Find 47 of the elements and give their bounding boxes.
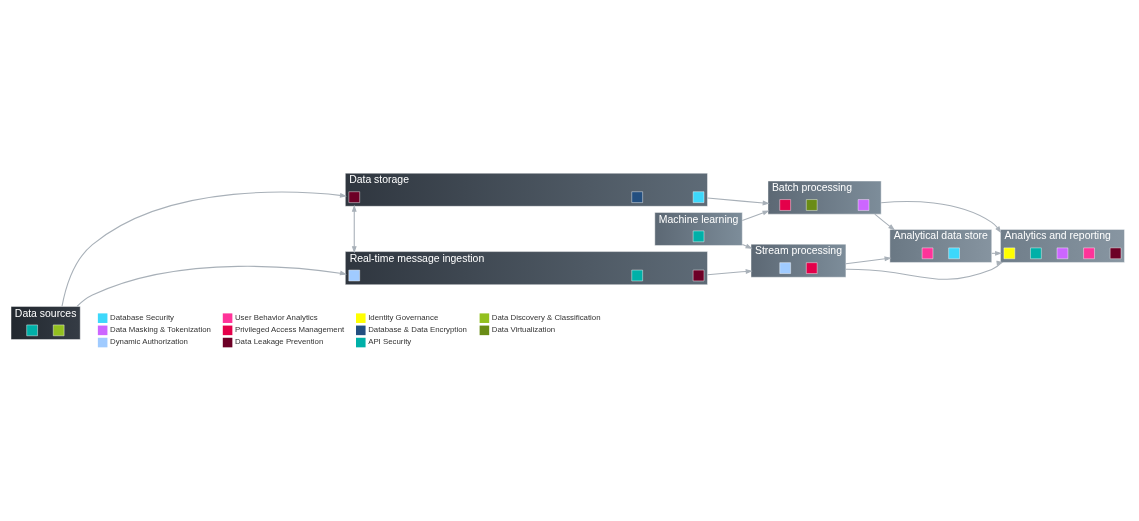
node-box <box>26 324 38 337</box>
cluster: Analytical data store <box>889 229 992 263</box>
arrow <box>845 256 892 265</box>
cluster: Batch processing <box>767 180 882 215</box>
arrow <box>741 243 753 249</box>
node-box <box>1056 247 1069 259</box>
node-box <box>348 191 360 203</box>
arrow <box>61 191 347 307</box>
node-box <box>806 262 818 274</box>
node-box <box>1109 247 1122 259</box>
legend-label: Data Virtualization <box>491 325 556 335</box>
node-box <box>806 199 818 211</box>
arrow <box>706 269 753 276</box>
node-box <box>779 199 791 211</box>
legend-label: Data Leakage Prevention <box>234 337 324 347</box>
arrow <box>741 210 770 222</box>
legend-label: Privileged Access Management <box>234 325 345 335</box>
arrow <box>76 265 347 307</box>
legend-label: Database & Data Encryption <box>368 325 467 335</box>
node-box <box>1030 247 1042 259</box>
legend-label: Data Discovery & Classification <box>491 313 601 323</box>
node-box <box>779 262 791 274</box>
node-box <box>857 199 870 211</box>
node-box <box>348 269 360 282</box>
arrow <box>706 197 770 206</box>
legend-label: Dynamic Authorization <box>110 337 188 347</box>
arrow <box>845 260 1004 280</box>
node-box <box>948 247 960 259</box>
node-box <box>692 230 705 242</box>
arrow <box>874 213 896 231</box>
cluster: Stream processing <box>750 243 847 278</box>
legend-label: User Behavior Analytics <box>234 313 318 323</box>
node-box <box>921 247 934 259</box>
node-box <box>631 269 643 282</box>
legend-label: Identity Governance <box>368 313 439 323</box>
arrow <box>880 201 1002 234</box>
node-box <box>1003 247 1016 259</box>
legend-label: Data Masking & Tokenization <box>110 325 211 335</box>
cluster: Machine learning <box>654 212 743 246</box>
node-box <box>692 269 705 282</box>
legend-label: Database Security <box>110 313 175 323</box>
node-box <box>631 191 643 203</box>
node-box <box>692 191 705 203</box>
legend-label: API Security <box>368 337 412 347</box>
node-box <box>53 324 65 337</box>
node-box <box>1083 247 1095 259</box>
arrow <box>351 204 357 254</box>
